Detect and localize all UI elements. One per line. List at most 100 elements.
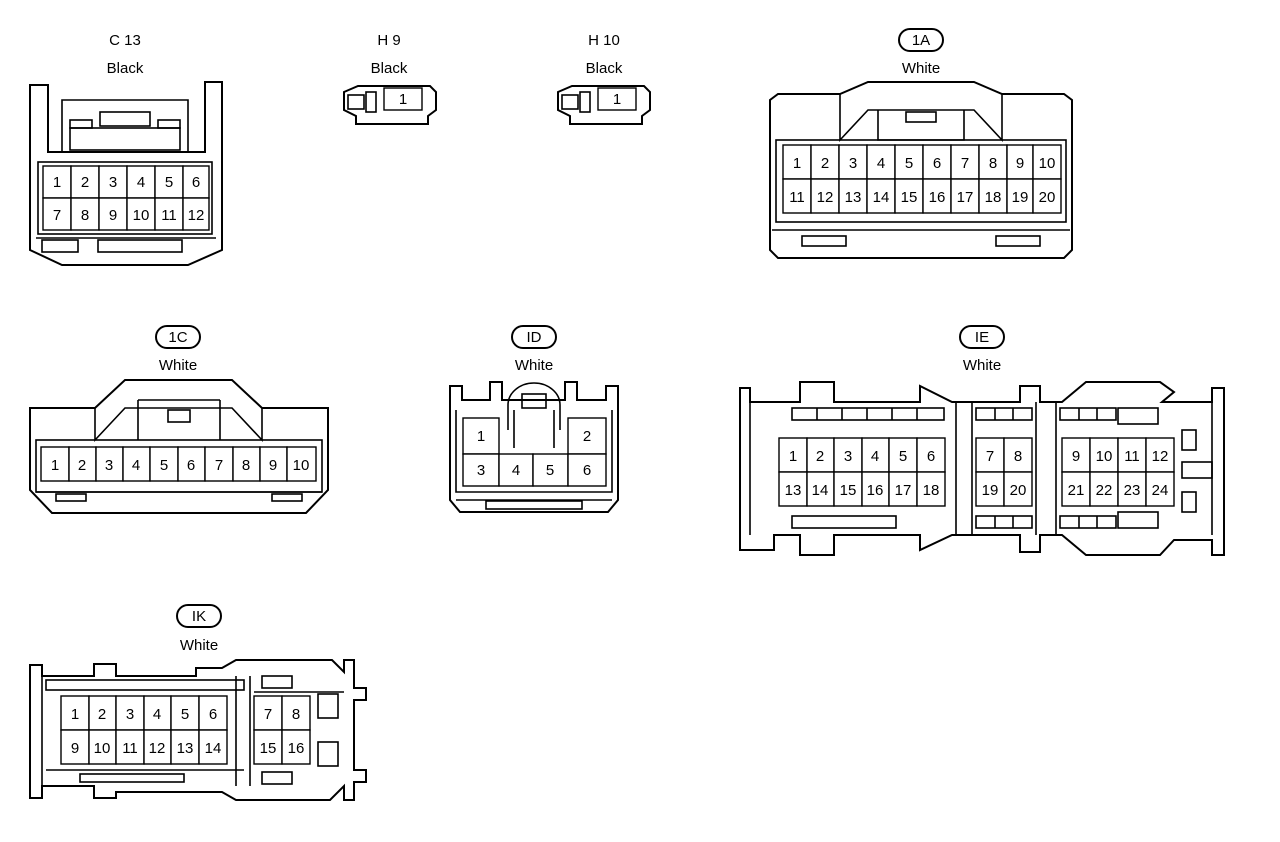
pin-label: 19 xyxy=(1012,189,1029,206)
pin-label: 1 xyxy=(793,155,801,172)
connector-c13-code: C 13 xyxy=(109,32,141,49)
pin-label: 8 xyxy=(292,706,300,723)
pin-label: 1 xyxy=(399,91,407,108)
pin-label: 13 xyxy=(177,740,194,757)
connector-h10: H 10 Black 1 xyxy=(557,32,651,125)
pin-label: 2 xyxy=(816,448,824,465)
pin-label: 4 xyxy=(132,457,140,474)
connector-ie: IE White xyxy=(739,325,1225,556)
connector-ik-color: White xyxy=(180,637,218,654)
pin-label: 12 xyxy=(188,207,205,224)
connector-ie-code-badge xyxy=(959,325,1005,349)
connector-1c-pin-grid: 1 2 3 4 5 6 7 8 9 10 xyxy=(40,446,317,482)
pin-label: 18 xyxy=(985,189,1002,206)
pin-label: 5 xyxy=(165,174,173,191)
pin-label: 5 xyxy=(546,462,554,479)
connector-id: ID White 1 2 3 4 5 6 xyxy=(449,325,619,513)
pin-label: 8 xyxy=(1014,448,1022,465)
pin-label: 17 xyxy=(895,482,912,499)
pin-label: 2 xyxy=(81,174,89,191)
pin-label: 4 xyxy=(877,155,885,172)
pin-label: 4 xyxy=(871,448,879,465)
connector-1c-code-badge xyxy=(155,325,201,349)
pin-label: 20 xyxy=(1039,189,1056,206)
pin-label: 8 xyxy=(989,155,997,172)
pin-label: 18 xyxy=(923,482,940,499)
pin-label: 21 xyxy=(1068,482,1085,499)
connector-ik-code-badge xyxy=(176,604,222,628)
connector-id-code-badge xyxy=(511,325,557,349)
connector-ie-color: White xyxy=(963,357,1001,374)
pin-label: 3 xyxy=(844,448,852,465)
pin-label: 2 xyxy=(78,457,86,474)
pin-label: 20 xyxy=(1010,482,1027,499)
pin-label: 8 xyxy=(81,207,89,224)
pin-label: 3 xyxy=(849,155,857,172)
pin-label: 5 xyxy=(160,457,168,474)
pin-label: 10 xyxy=(94,740,111,757)
pin-label: 4 xyxy=(512,462,520,479)
connector-c13: C 13 Black 1 2 3 4 5 xyxy=(29,32,223,266)
pin-label: 15 xyxy=(260,740,277,757)
pin-label: 6 xyxy=(209,706,217,723)
pin-label: 2 xyxy=(821,155,829,172)
connector-h10-color: Black xyxy=(586,60,623,77)
pin-label: 11 xyxy=(161,207,177,224)
connector-id-code: ID xyxy=(527,329,542,346)
pin-label: 6 xyxy=(933,155,941,172)
pin-label: 12 xyxy=(1152,448,1169,465)
pin-label: 5 xyxy=(181,706,189,723)
pin-label: 5 xyxy=(905,155,913,172)
connector-ik: IK White 1 2 xyxy=(29,604,367,801)
pin-label: 1 xyxy=(51,457,59,474)
pin-label: 7 xyxy=(264,706,272,723)
pin-label: 1 xyxy=(613,91,621,108)
pin-label: 11 xyxy=(1124,448,1140,465)
pin-label: 6 xyxy=(927,448,935,465)
pin-label: 19 xyxy=(982,482,999,499)
pin-label: 2 xyxy=(583,428,591,445)
connector-1a: 1A White xyxy=(769,28,1073,259)
pin-label: 7 xyxy=(986,448,994,465)
connector-ie-pin-grid: 1 2 3 4 5 6 7 8 9 10 11 12 13 14 15 16 1… xyxy=(778,437,1175,507)
connector-h10-code: H 10 xyxy=(588,32,620,49)
connector-ie-code: IE xyxy=(975,329,989,346)
pin-label: 14 xyxy=(205,740,222,757)
pin-label: 6 xyxy=(187,457,195,474)
connector-1c-color: White xyxy=(159,357,197,374)
connector-1c: 1C White 1 2 3 4 5 6 7 8 9 xyxy=(29,325,329,514)
pin-label: 9 xyxy=(269,457,277,474)
pin-label: 12 xyxy=(149,740,166,757)
pin-label: 3 xyxy=(477,462,485,479)
pin-label: 11 xyxy=(789,189,805,206)
pin-label: 22 xyxy=(1096,482,1113,499)
pin-label: 10 xyxy=(293,457,310,474)
pin-label: 3 xyxy=(105,457,113,474)
pin-label: 16 xyxy=(867,482,884,499)
connector-ik-pin-grid: 1 2 3 4 5 6 7 8 9 10 11 12 13 14 15 16 xyxy=(60,695,311,765)
pin-label: 4 xyxy=(153,706,161,723)
connector-id-color: White xyxy=(515,357,553,374)
pin-label: 1 xyxy=(53,174,61,191)
pin-label: 10 xyxy=(1039,155,1056,172)
pin-label: 5 xyxy=(899,448,907,465)
pin-label: 14 xyxy=(812,482,829,499)
pin-label: 11 xyxy=(122,740,138,757)
connector-1a-color: White xyxy=(902,60,940,77)
pin-label: 6 xyxy=(192,174,200,191)
connector-1a-pin-grid: 1 2 3 4 5 6 7 8 9 10 11 12 13 14 15 16 1… xyxy=(782,144,1062,214)
connector-h9-color: Black xyxy=(371,60,408,77)
pin-label: 7 xyxy=(215,457,223,474)
pin-label: 13 xyxy=(785,482,802,499)
pin-label: 3 xyxy=(126,706,134,723)
connector-c13-pin-grid: 1 2 3 4 5 6 7 8 9 10 11 12 xyxy=(42,165,210,231)
connector-c13-color: Black xyxy=(107,60,144,77)
connector-h9-code: H 9 xyxy=(377,32,400,49)
pin-label: 15 xyxy=(840,482,857,499)
pin-label: 14 xyxy=(873,189,890,206)
pin-label: 7 xyxy=(961,155,969,172)
pin-label: 16 xyxy=(929,189,946,206)
pin-label: 2 xyxy=(98,706,106,723)
pin-label: 9 xyxy=(109,207,117,224)
